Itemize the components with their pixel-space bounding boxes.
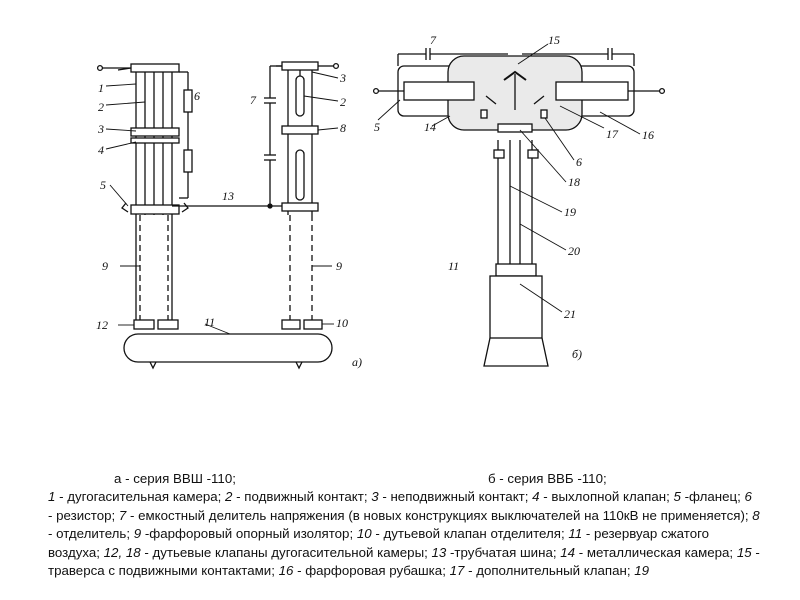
legend-text: - подвижный контакт; xyxy=(232,489,372,504)
subtitle-row: а - серия ВВШ -110; б - серия ВВБ -110; xyxy=(48,470,760,488)
left-support-insulator xyxy=(139,215,169,320)
legend-number: 13 xyxy=(431,544,447,560)
label-a-11: 11 xyxy=(204,315,215,329)
legend-text: - дутьевой клапан отделителя; xyxy=(371,526,569,542)
label-b-16: 16 xyxy=(642,128,654,142)
legend-text: - резистор; xyxy=(48,507,119,523)
legend-number: 19 xyxy=(634,563,650,579)
legend-number: 11 xyxy=(568,526,583,542)
subtitle-b: б - серия ВВБ -110; xyxy=(488,471,607,486)
legend-text: - дугогасительная камера; xyxy=(55,489,226,504)
legend-number: 8 xyxy=(752,507,760,523)
label-a-4: 4 xyxy=(98,143,104,157)
legend-text: - емкостный делитель напряжения (в новых… xyxy=(126,507,753,523)
label-a-2: 2 xyxy=(98,100,104,114)
air-receiver-b xyxy=(489,275,543,339)
legend-text: - дутьевые клапаны дугогасительной камер… xyxy=(140,544,432,560)
legend: 1 - дугогасительная камера; 2 - подвижны… xyxy=(48,488,760,581)
label-b-6: 6 xyxy=(576,155,582,169)
label-a-3r: 3 xyxy=(339,71,346,85)
breaker-diagram: 1 2 3 4 5 6 7 3 2 8 13 9 9 12 11 10 а) 7… xyxy=(96,33,666,370)
legend-text: -фарфоровый опорный изолятор; xyxy=(141,526,357,542)
label-b-7: 7 xyxy=(430,33,437,47)
legend-number: 4 xyxy=(532,489,540,504)
support-insulator-b xyxy=(493,140,539,264)
label-a-3: 3 xyxy=(97,122,104,136)
legend-text: - фарфоровая рубашка; xyxy=(293,563,450,579)
legend-text: - неподвижный контакт; xyxy=(378,489,533,504)
label-b-21: 21 xyxy=(564,307,576,321)
subtitle-a: а - серия ВВШ -110; xyxy=(114,471,236,486)
label-a-2r: 2 xyxy=(340,95,346,109)
label-a-10: 10 xyxy=(336,316,348,330)
label-b-15: 15 xyxy=(548,33,560,47)
legend-text: - отделитель; xyxy=(48,526,134,542)
left-arc-chamber xyxy=(117,63,189,320)
legend-number: 1 xyxy=(48,489,56,504)
diagram-b xyxy=(372,48,666,367)
label-a-9r: 9 xyxy=(336,259,342,273)
label-b-11: 11 xyxy=(448,259,459,273)
legend-number: 2 xyxy=(225,489,233,504)
legend-number: 9 xyxy=(133,526,142,542)
label-a-13: 13 xyxy=(222,189,234,203)
label-a-12: 12 xyxy=(96,318,108,332)
label-b-19: 19 xyxy=(564,205,576,219)
legend-number: 10 xyxy=(356,526,372,542)
legend-number: 14 xyxy=(560,544,576,560)
resistor xyxy=(179,71,193,199)
legend-text: - траверса с подвижными контактами; xyxy=(48,544,760,579)
legend-number: 7 xyxy=(118,507,127,523)
air-receiver-a xyxy=(123,333,333,363)
label-b-18: 18 xyxy=(568,175,580,189)
legend-number: 16 xyxy=(278,563,294,579)
label-b-5: 5 xyxy=(374,120,380,134)
label-b-20: 20 xyxy=(568,244,580,258)
right-column xyxy=(281,61,340,215)
label-a-7: 7 xyxy=(250,93,257,107)
legend-text: - металлическая камера; xyxy=(575,544,737,560)
legend-number: 12, 18 xyxy=(103,544,141,560)
capacitor-divider xyxy=(264,65,282,206)
legend-text: - выхлопной клапан; xyxy=(539,489,674,504)
label-b-17: 17 xyxy=(606,127,619,141)
label-a-5: 5 xyxy=(100,178,106,192)
legend-number: 6 xyxy=(744,489,752,504)
diagram-a xyxy=(96,61,340,370)
label-a-6: 6 xyxy=(194,89,200,103)
label-b-caption: б) xyxy=(572,347,582,361)
legend-number: 3 xyxy=(371,489,379,504)
legend-text: - дополнительный клапан; xyxy=(464,563,635,579)
legend-number: 5 xyxy=(673,489,681,504)
label-a-caption: а) xyxy=(352,355,362,369)
label-a-1: 1 xyxy=(98,81,104,95)
legend-text: -фланец; xyxy=(680,489,745,504)
legend-number: 17 xyxy=(449,563,465,579)
legend-text: - резервуар сжатого воздуха; xyxy=(48,526,710,560)
legend-number: 15 xyxy=(736,544,752,560)
label-b-14: 14 xyxy=(424,120,436,134)
label-a-8: 8 xyxy=(340,121,346,135)
legend-text: -трубчатая шина; xyxy=(446,544,561,560)
label-a-9l: 9 xyxy=(102,259,108,273)
traverse xyxy=(503,70,527,81)
right-support-insulator xyxy=(289,215,313,320)
